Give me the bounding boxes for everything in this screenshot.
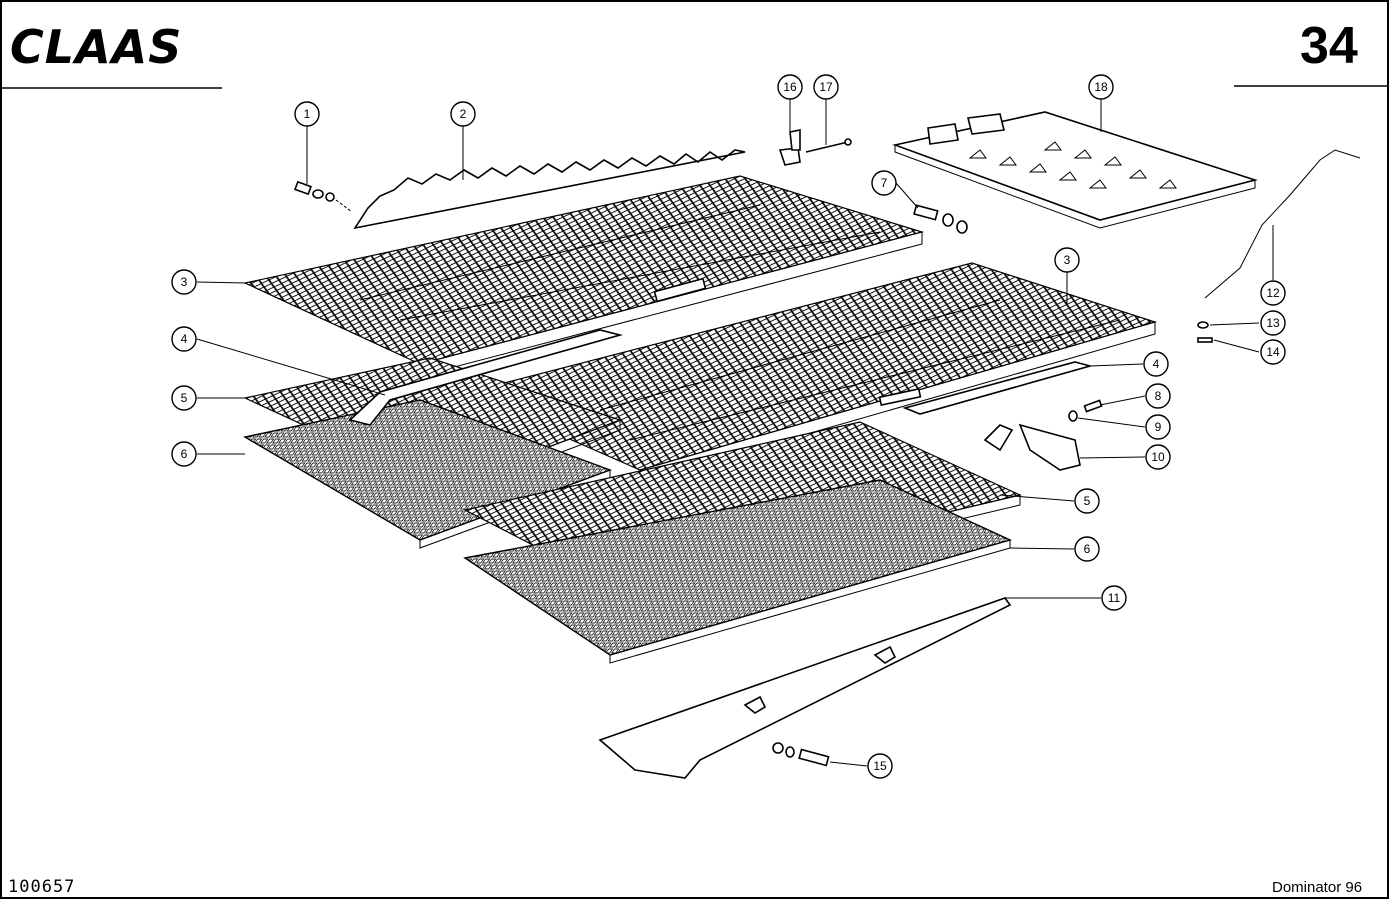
callout-3-left: 3 [171, 269, 197, 295]
part-17-pin [805, 138, 852, 153]
svg-text:10: 10 [1151, 450, 1165, 464]
svg-text:14: 14 [1266, 345, 1280, 359]
svg-text:3: 3 [1064, 253, 1071, 267]
callout-6-left: 6 [171, 441, 197, 467]
part-15-bolt [772, 742, 830, 767]
callout-5-right: 5 [1074, 488, 1100, 514]
callout-6-right: 6 [1074, 536, 1100, 562]
callout-4-left: 4 [171, 326, 197, 352]
svg-text:15: 15 [873, 759, 887, 773]
callout-5-left: 5 [171, 385, 197, 411]
part-12-rod [1204, 149, 1361, 299]
page-number: 34 [1300, 17, 1358, 75]
svg-text:11: 11 [1108, 591, 1121, 605]
part-9-washer [1068, 410, 1078, 422]
part-18-tray [892, 111, 1258, 229]
callout-17: 17 [813, 74, 839, 100]
part-7-bolt [913, 204, 968, 234]
callout-13: 13 [1260, 310, 1286, 336]
svg-text:18: 18 [1094, 80, 1108, 94]
part-4-strip-left [348, 329, 624, 426]
svg-text:6: 6 [181, 447, 188, 461]
callout-3-right: 3 [1054, 247, 1080, 273]
svg-text:12: 12 [1266, 286, 1280, 300]
svg-text:8: 8 [1155, 389, 1162, 403]
callout-2: 2 [450, 101, 476, 127]
svg-text:17: 17 [819, 80, 833, 94]
svg-text:5: 5 [181, 391, 188, 405]
part-10-bracket [983, 423, 1081, 471]
svg-text:13: 13 [1266, 316, 1280, 330]
callout-1: 1 [294, 101, 320, 127]
document-id: 100657 [8, 877, 75, 897]
svg-text:4: 4 [1153, 357, 1160, 371]
svg-text:9: 9 [1155, 420, 1162, 434]
model-name: Dominator 96 [1272, 879, 1362, 896]
svg-text:5: 5 [1084, 494, 1091, 508]
callout-10: 10 [1145, 444, 1171, 470]
callout-18: 18 [1088, 74, 1114, 100]
part-2-serrated-strip [353, 149, 746, 230]
callout-16: 16 [777, 74, 803, 100]
callout-7: 7 [871, 170, 897, 196]
callout-12: 12 [1260, 280, 1286, 306]
callout-11: 11 [1101, 585, 1127, 611]
svg-text:7: 7 [881, 176, 888, 190]
callout-4-right: 4 [1143, 351, 1169, 377]
part-14-pin [1197, 337, 1213, 343]
svg-text:1: 1 [304, 107, 311, 121]
leader-lines [196, 99, 1274, 767]
callout-8: 8 [1145, 383, 1171, 409]
callout-14: 14 [1260, 339, 1286, 365]
callout-15: 15 [867, 753, 893, 779]
part-8-bolt [1083, 399, 1103, 413]
svg-text:4: 4 [181, 332, 188, 346]
brand-logo: CLAAS [10, 20, 182, 74]
part-13-washer [1197, 321, 1209, 329]
svg-text:6: 6 [1084, 542, 1091, 556]
svg-text:2: 2 [460, 107, 467, 121]
svg-text:16: 16 [783, 80, 797, 94]
part-1-bolt [294, 180, 353, 213]
svg-text:3: 3 [181, 275, 188, 289]
part-16-clip [778, 129, 801, 166]
callout-9: 9 [1145, 414, 1171, 440]
